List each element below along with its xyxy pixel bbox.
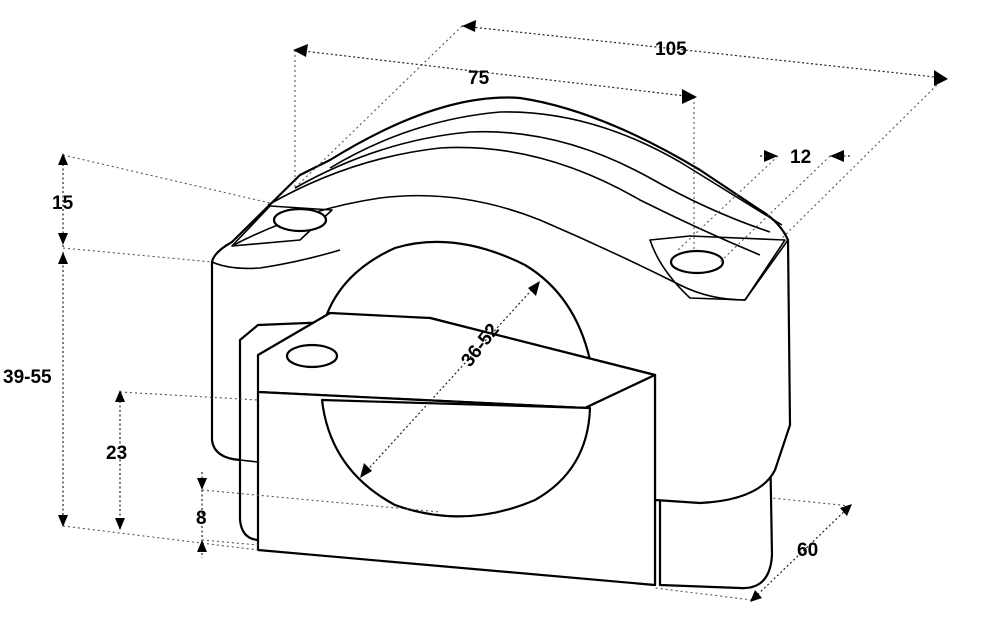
label-39-55: 39-55 (3, 367, 52, 388)
upper-front-edge (211, 249, 341, 270)
saddle-groove-3 (329, 111, 783, 226)
bolt-hole-left (272, 207, 328, 233)
cable-bore-upper (320, 240, 592, 362)
label-23: 23 (106, 443, 127, 464)
base-step (239, 459, 259, 463)
label-105: 105 (655, 39, 687, 60)
lower-clamp (238, 311, 657, 587)
label-8: 8 (196, 508, 207, 529)
label-15: 15 (52, 193, 74, 214)
cable-bore-lower (320, 398, 592, 518)
upper-right-edge (744, 239, 789, 301)
bolt-hole-right (669, 249, 725, 275)
label-60: 60 (797, 540, 818, 561)
saddle-groove-1 (267, 146, 761, 256)
dimension-lines (58, 20, 948, 602)
pad-right (649, 235, 786, 301)
pad-left (231, 205, 333, 247)
label-12: 12 (790, 147, 811, 168)
saddle-groove-2 (294, 130, 771, 233)
label-75: 75 (468, 68, 490, 89)
bolt-hole-lower (285, 343, 339, 369)
